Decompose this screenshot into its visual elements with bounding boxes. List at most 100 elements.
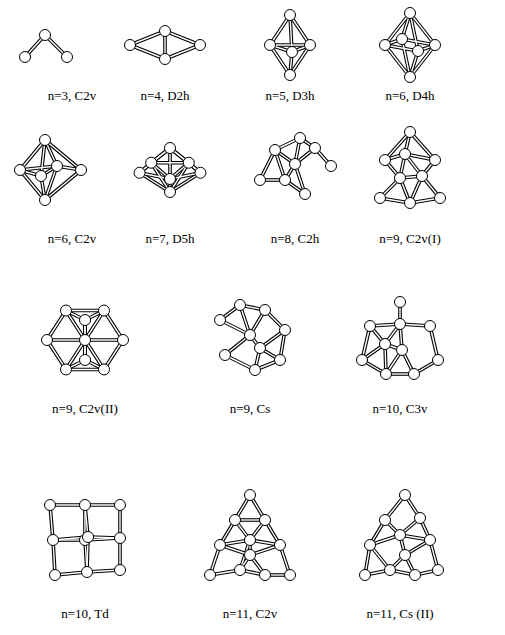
structure-caption-box: n=6, D4h [340,88,480,104]
structure-caption-box: n=9, C2v(I) [340,231,480,247]
atom [40,135,51,146]
atom [40,30,51,41]
atom [417,171,428,182]
bond [385,13,410,45]
cluster-structure [205,490,296,581]
atom [76,165,87,176]
cluster-structure [380,8,441,83]
atom [245,550,256,561]
structure-caption-box: n=5, D3h [220,88,360,104]
cluster-structure [375,127,446,209]
atom [115,565,126,576]
atom [134,167,145,178]
atom [375,193,386,204]
atom [326,161,337,172]
atom [433,355,444,366]
atom [280,175,291,186]
atom [425,535,436,546]
atom [115,500,126,511]
atom [270,145,281,156]
atom [52,161,63,172]
structure-caption-box: n=7, D5h [100,231,240,247]
atom [20,52,31,63]
atom [410,570,421,581]
cluster-structure [42,305,129,375]
atom [80,500,91,511]
structure-caption: n=11, Cs (II) [366,606,433,621]
atom [245,535,256,546]
structure-caption: n=10, C3v [372,401,427,416]
atom [405,8,416,19]
atom [80,355,91,366]
structure-caption: n=11, C2v [223,606,278,621]
atom [290,159,301,170]
atom [83,532,94,543]
atom [395,173,406,184]
cluster-structure [15,135,87,206]
structure-caption: n=4, D2h [140,88,189,103]
atom [310,143,321,154]
cluster-structure [265,10,316,81]
atom [275,540,286,551]
structure-caption-box: n=6, C2v [2,231,142,247]
cluster-structure [357,297,444,380]
atom [397,34,408,45]
bond [385,13,410,45]
atom [265,40,276,51]
atom [409,369,420,380]
atom [405,72,416,83]
atom [50,570,61,581]
atom [395,530,406,541]
atom [280,325,291,336]
structure-caption-box: n=8, C2h [225,231,365,247]
bond [45,140,81,170]
atom [250,365,261,376]
structure-caption: n=6, C2v [48,231,97,246]
atom [295,133,306,144]
structure-caption-box: n=11, C2v [180,606,320,622]
atom [118,335,129,346]
cluster-structure [360,490,444,581]
structure-caption: n=9, C2v(I) [379,231,441,246]
structure-caption: n=6, D4h [385,88,434,103]
structure-caption-box: n=11, Cs (II) [330,606,470,622]
atom [220,350,231,361]
atom [48,535,59,546]
structure-caption-box: n=9, C2v(II) [15,401,155,417]
atom [61,305,72,316]
structure-caption-box: n=10, C3v [330,401,470,417]
atom [160,26,171,37]
atom [62,52,73,63]
atom [165,187,176,198]
atom [430,155,441,166]
atom [435,193,446,204]
atom [61,364,72,375]
bond [410,45,435,77]
atom [99,364,110,375]
atom [365,321,376,332]
structure-caption: n=10, Td [61,606,109,621]
atom [285,570,296,581]
structure-caption: n=3, C2v [48,88,97,103]
atom [183,157,194,168]
structure-caption: n=7, D5h [145,231,194,246]
atom [235,565,246,576]
atom [125,40,136,51]
atom [146,157,157,168]
structure-caption-box: n=3, C2v [2,88,142,104]
atom [285,10,296,21]
atom [300,189,311,200]
cluster-structure [45,500,126,581]
atom [365,540,376,551]
atom [413,46,424,57]
atom [400,550,411,561]
atom [380,515,391,526]
structure-caption: n=8, C2h [271,231,320,246]
atom [395,297,406,308]
atom [360,570,371,581]
atom [230,515,241,526]
atom [255,175,266,186]
bond [45,170,81,200]
atom [275,355,286,366]
atom [285,70,296,81]
